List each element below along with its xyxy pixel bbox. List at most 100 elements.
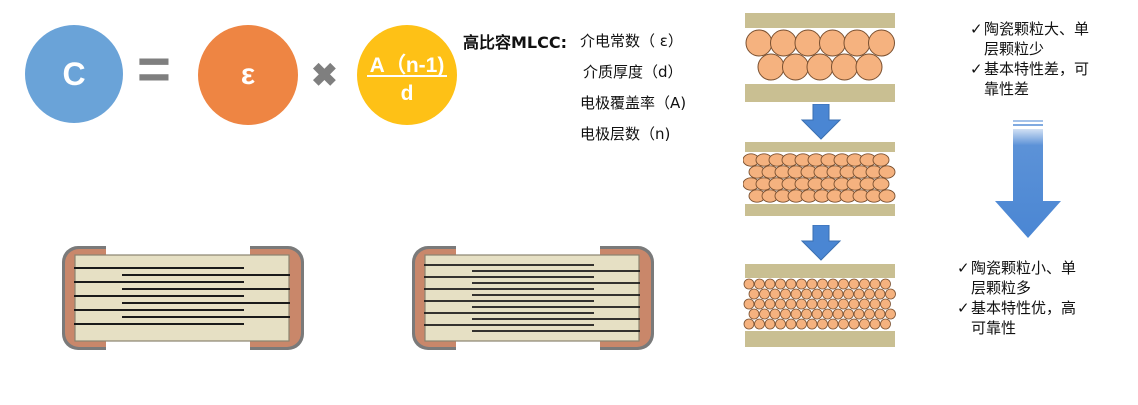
grain — [868, 29, 895, 57]
factors-title: 高比容MLCC: — [463, 33, 568, 52]
note-line: 靠性差 — [984, 80, 1030, 98]
grain — [780, 308, 791, 320]
grain — [869, 298, 881, 310]
medium-grains — [743, 153, 896, 203]
capacitance-symbol: C — [62, 55, 86, 92]
grain — [785, 278, 797, 290]
mlcc-chip-left — [62, 243, 304, 353]
note-line: 层颗粒多 — [971, 279, 1032, 297]
grain — [819, 29, 846, 57]
grain — [790, 288, 802, 300]
grain — [843, 308, 854, 320]
small-grains — [743, 278, 896, 330]
factor-electrode-layers: 电极层数（n) — [580, 125, 671, 143]
grain — [874, 308, 886, 320]
grain — [748, 288, 760, 300]
grain — [827, 278, 839, 290]
grain — [872, 153, 890, 167]
grain — [764, 298, 776, 310]
grain — [848, 298, 860, 310]
grain — [780, 288, 791, 300]
grain — [843, 288, 854, 300]
fraction-bar — [367, 75, 447, 77]
grain — [790, 308, 802, 320]
grain — [754, 318, 765, 330]
note-line: ✓陶瓷颗粒大、单 — [970, 20, 1090, 38]
grain — [806, 298, 818, 310]
grain — [838, 318, 849, 330]
grain — [878, 165, 896, 179]
note-line: ✓基本特性优，高 — [957, 299, 1077, 317]
grain — [754, 278, 765, 290]
grain — [801, 308, 812, 320]
note-line: 可靠性 — [971, 319, 1017, 337]
grain — [864, 288, 875, 300]
grain — [817, 318, 828, 330]
grain — [785, 298, 797, 310]
grain — [757, 53, 785, 81]
grain — [748, 308, 760, 320]
note-top: ✓陶瓷颗粒大、单 层颗粒少 ✓基本特性差，可 靠性差 — [970, 19, 1089, 99]
electrode-layers — [424, 264, 640, 332]
note-line: ✓基本特性差，可 — [970, 60, 1090, 78]
grain — [827, 318, 839, 330]
electrode-layers — [74, 267, 290, 325]
equals-sign: = — [137, 37, 171, 102]
epsilon-symbol: ε — [240, 58, 256, 91]
mlcc-chip-right — [412, 243, 654, 353]
check-icon: ✓ — [970, 60, 983, 78]
down-arrow-icon — [800, 225, 842, 261]
grain — [874, 288, 886, 300]
grain — [775, 298, 786, 310]
grain — [872, 177, 890, 191]
grain — [801, 288, 812, 300]
grain — [794, 29, 822, 57]
check-icon: ✓ — [957, 259, 970, 277]
factor-electrode-coverage: 电极覆盖率（A) — [580, 94, 687, 112]
grain — [838, 298, 849, 310]
grain — [885, 288, 896, 300]
capacitance-circle: C — [25, 25, 123, 123]
grain — [775, 278, 786, 290]
grain — [880, 298, 891, 310]
grain — [743, 278, 755, 290]
grain — [848, 278, 860, 290]
grain — [743, 318, 755, 330]
grain — [796, 278, 807, 290]
grain — [811, 308, 823, 320]
grain — [843, 29, 871, 57]
grain — [859, 298, 870, 310]
note-line: 层颗粒少 — [984, 40, 1045, 58]
factor-dielectric-constant: 介电常数（ ε） — [580, 32, 683, 50]
times-sign: ✖ — [311, 57, 338, 93]
factor-dielectric-thickness: 介质厚度（d） — [583, 63, 683, 81]
grain — [745, 29, 773, 57]
grain — [806, 278, 818, 290]
grain — [869, 318, 881, 330]
grain — [832, 288, 844, 300]
fraction-circle: A（n-1) d — [357, 25, 457, 125]
grain — [782, 53, 809, 81]
grain — [878, 189, 896, 203]
grain — [796, 298, 807, 310]
epsilon-circle: ε — [198, 25, 298, 125]
grain — [759, 288, 770, 300]
grain — [880, 318, 891, 330]
check-icon: ✓ — [957, 299, 970, 317]
grain — [806, 53, 834, 81]
grain-panel-large — [745, 13, 895, 102]
check-icon: ✓ — [970, 20, 983, 38]
grain — [832, 308, 844, 320]
grain — [855, 53, 883, 81]
down-arrow-icon — [995, 120, 1061, 238]
grain — [822, 308, 833, 320]
large-grains — [745, 29, 895, 81]
grain — [743, 298, 755, 310]
grain — [764, 278, 776, 290]
grain — [817, 298, 828, 310]
grain — [822, 288, 833, 300]
grain-panel-medium — [743, 142, 896, 216]
grain — [769, 308, 781, 320]
grain — [853, 308, 865, 320]
grain — [859, 318, 870, 330]
